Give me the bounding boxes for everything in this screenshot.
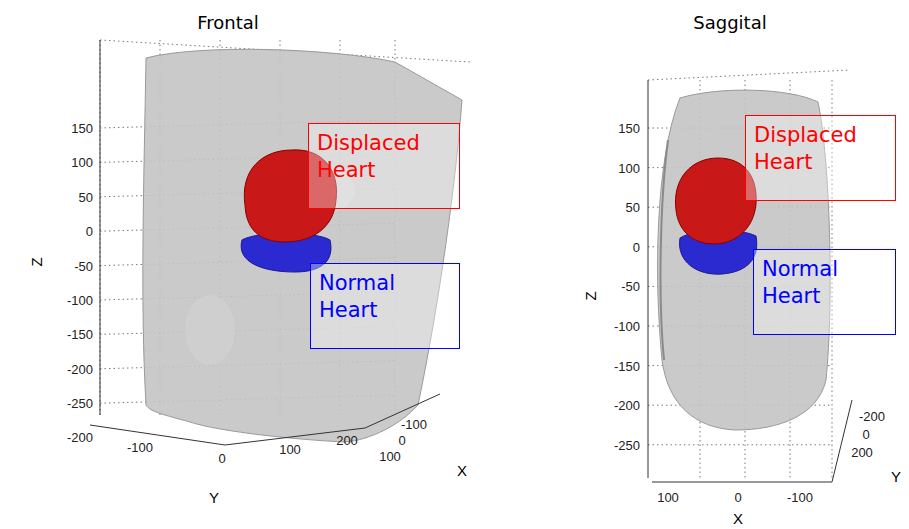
tick-label: 50 <box>626 200 640 215</box>
callout-box: Displaced Heart <box>308 123 460 209</box>
tick-label: 100 <box>279 442 301 457</box>
tick-label: 0 <box>862 427 869 442</box>
tick-label: -250 <box>614 437 640 452</box>
callout-box: Normal Heart <box>753 249 896 335</box>
callout-box: Displaced Heart <box>745 115 896 201</box>
tick-label: 150 <box>618 121 640 136</box>
tick-label: 150 <box>71 121 93 136</box>
tick-label: -50 <box>621 279 640 294</box>
tick-label: -100 <box>787 490 813 505</box>
callout-text: Normal Heart <box>311 264 459 331</box>
callout-box: Normal Heart <box>310 263 460 349</box>
axis-label: Z <box>582 291 599 300</box>
tick-label: -150 <box>67 327 93 342</box>
tick-label: -200 <box>859 409 885 424</box>
tick-label: 200 <box>336 433 358 448</box>
tick-label: 100 <box>657 490 679 505</box>
callout-text: Displaced Heart <box>309 124 459 191</box>
tick-label: -50 <box>74 258 93 273</box>
tick-label: -150 <box>614 358 640 373</box>
tick-label: 100 <box>71 155 93 170</box>
tick-label: 100 <box>618 160 640 175</box>
tick-label: 100 <box>379 449 401 464</box>
callout-text: Displaced Heart <box>746 116 895 183</box>
tick-label: 0 <box>86 224 93 239</box>
axis-label: X <box>457 462 467 479</box>
tick-label: -100 <box>67 293 93 308</box>
tick-label: -200 <box>67 430 93 445</box>
axis-label: Y <box>209 489 219 506</box>
panel-title: Saggital <box>693 12 766 33</box>
axis-label: Y <box>891 468 901 485</box>
tick-label: 200 <box>851 445 873 460</box>
tick-label: -100 <box>614 319 640 334</box>
tick-label: 0 <box>218 451 225 466</box>
axis-label: X <box>733 510 743 527</box>
tick-label: -100 <box>401 417 427 432</box>
tick-label: 50 <box>79 189 93 204</box>
tick-label: -100 <box>127 440 153 455</box>
tick-label: -200 <box>614 398 640 413</box>
tick-label: -200 <box>67 361 93 376</box>
tick-label: 0 <box>633 239 640 254</box>
axis-label: Z <box>28 257 45 266</box>
panel-title: Frontal <box>197 12 259 33</box>
tick-label: 0 <box>398 433 405 448</box>
tick-label: -250 <box>67 396 93 411</box>
callout-text: Normal Heart <box>754 250 895 317</box>
tick-label: 0 <box>734 490 741 505</box>
